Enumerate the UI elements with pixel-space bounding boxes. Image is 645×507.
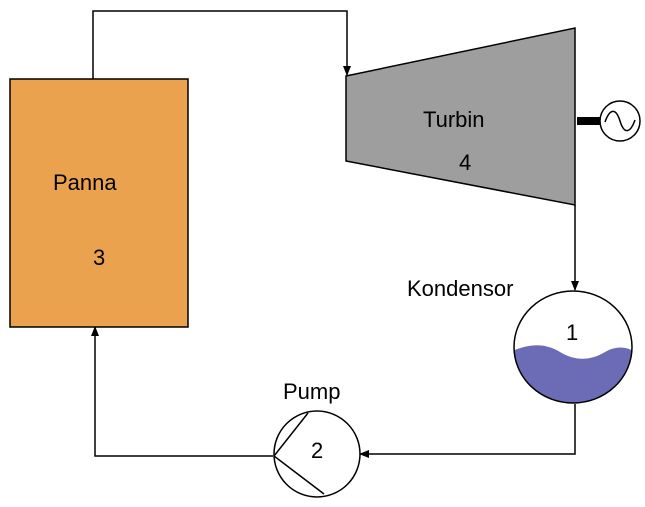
pump-number: 2: [311, 438, 323, 463]
turbine-number: 4: [459, 150, 471, 175]
generator-shaft: [577, 117, 600, 125]
condenser-number: 1: [566, 320, 578, 345]
turbine: [345, 27, 576, 206]
pump-label: Pump: [283, 379, 340, 404]
condenser-label: Kondensor: [407, 276, 513, 301]
turbine-label: Turbin: [423, 107, 485, 132]
boiler: [9, 78, 189, 328]
condenser-water: [514, 345, 632, 403]
pipe-boiler-to-turbine: [92, 10, 351, 79]
boiler-number: 3: [93, 245, 105, 270]
condenser: [513, 290, 633, 404]
pipe-condenser-to-pump: [359, 404, 576, 458]
boiler-label: Panna: [53, 170, 117, 195]
pipe-pump-to-boiler: [91, 326, 273, 457]
generator-sine-icon: [599, 100, 641, 142]
pump: [272, 410, 361, 498]
